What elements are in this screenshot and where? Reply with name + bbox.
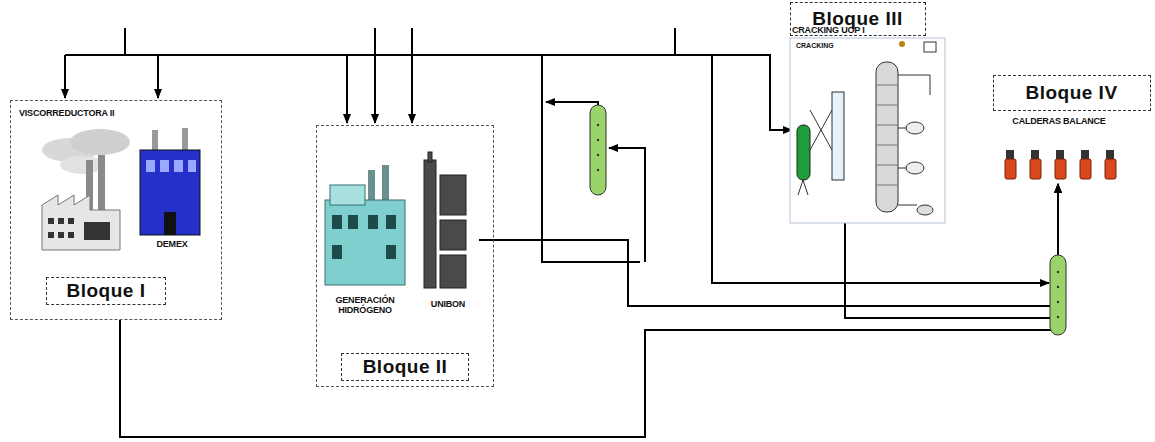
unibon-unit xyxy=(424,152,466,288)
unit-label: VISCORREDUCTORA II xyxy=(19,108,129,118)
block-tag: Bloque IV xyxy=(993,75,1151,111)
steam-line xyxy=(479,184,1058,306)
block-label: Bloque I xyxy=(46,277,166,305)
unit-label: CALDERAS BALANCE xyxy=(998,116,1120,126)
unit-label: DEMEX xyxy=(135,239,209,249)
block-box: Bloque II GENERACIÓN HIDRÓGENO UNIBON xyxy=(316,125,494,387)
cracking-unit xyxy=(790,38,945,223)
unit-icon: CRACKING UOP ICRACKING xyxy=(790,38,945,223)
separator-vessel xyxy=(1050,255,1066,335)
separator-vessel xyxy=(590,105,606,195)
unit-label: GENERACIÓN HIDRÓGENO xyxy=(327,295,403,316)
factory-icon xyxy=(42,129,130,250)
boiler-icons xyxy=(1005,150,1116,179)
steam-lines xyxy=(65,28,1049,283)
unit-icon: GENERACIÓN HIDRÓGENO xyxy=(321,161,413,331)
unit-icon: VISCORREDUCTORA II xyxy=(17,105,129,255)
block-box: Bloque I VISCORREDUCTORA II DEMEX xyxy=(10,100,222,320)
unit-label: UNIBON xyxy=(417,299,479,309)
unit-icon: CALDERAS BALANCE xyxy=(998,114,1120,184)
unit-label: CRACKING xyxy=(796,42,876,50)
unit-label: CRACKING UOP I xyxy=(792,25,942,35)
block-label: Bloque II xyxy=(341,353,469,381)
demex-building xyxy=(140,128,200,235)
unit-icon: DEMEX xyxy=(135,125,209,255)
hydrogen-plant xyxy=(325,165,405,285)
unit-icon: UNIBON xyxy=(417,151,479,316)
block-label: Bloque IV xyxy=(994,82,1149,104)
